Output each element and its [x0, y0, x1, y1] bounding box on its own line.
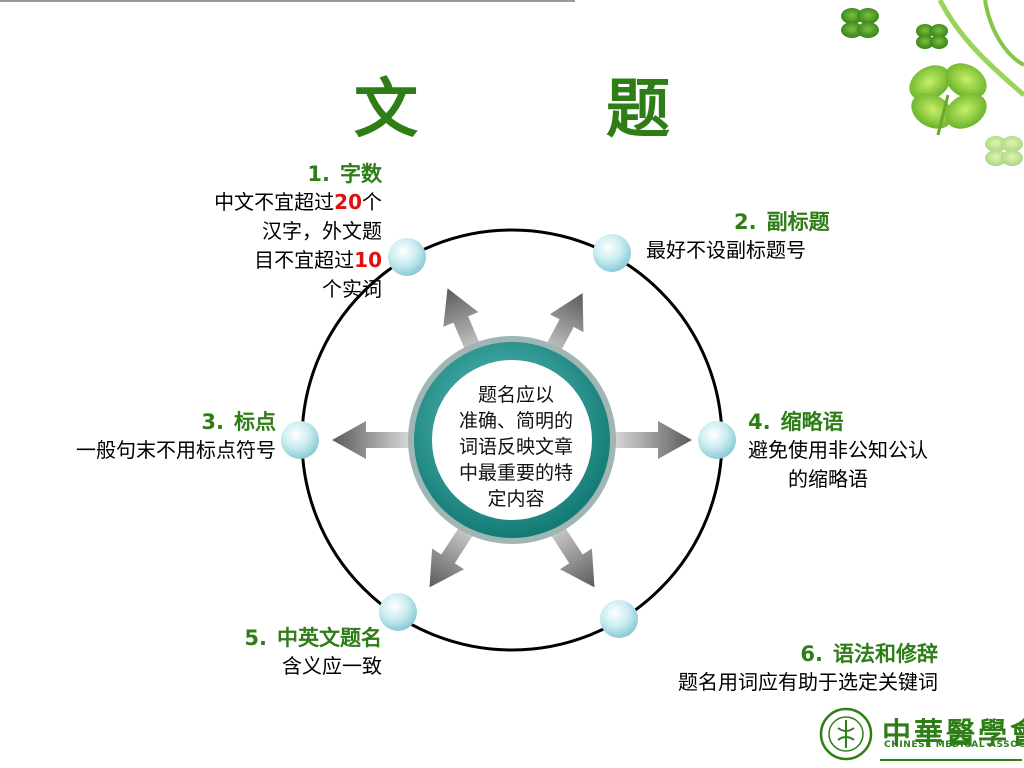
highlight-number: 20	[334, 190, 362, 214]
item-4-heading: 4.缩略语	[748, 410, 844, 434]
item-4-label: 4.缩略语 避免使用非公知公认 的缩略语	[748, 408, 928, 494]
node-2	[593, 234, 631, 272]
item-5-heading: 5.中英文题名	[244, 626, 382, 650]
center-line: 题名应以	[477, 384, 554, 406]
node-6	[600, 600, 638, 638]
node-4	[698, 421, 736, 459]
item-6-body: 题名用词应有助于选定关键词	[678, 670, 938, 694]
item-5-label: 5.中英文题名 含义应一致	[244, 624, 382, 681]
node-5	[379, 593, 417, 631]
center-line: 中最重要的特	[458, 462, 573, 484]
slide-title: 文 题	[354, 73, 732, 147]
item-6-heading: 6.语法和修辞	[800, 642, 938, 666]
arrow-to-node-4	[614, 421, 692, 459]
clover-decoration	[841, 0, 1024, 166]
item-1-label: 1.字数 中文不宜超过20个 汉字，外文题 目不宜超过10 个实词	[214, 160, 382, 304]
highlight-number: 10	[354, 248, 382, 272]
arrow-to-node-3	[332, 421, 410, 459]
logo-english: CHINESE MEDICAL ASSOCIATION	[884, 740, 1024, 750]
top-rule	[0, 0, 575, 2]
item-3-body: 一般句末不用标点符号	[76, 438, 276, 462]
item-1-heading: 1.字数	[307, 162, 382, 186]
item-1-body: 中文不宜超过20个 汉字，外文题 目不宜超过10 个实词	[214, 190, 382, 301]
node-3	[281, 421, 319, 459]
item-2-heading: 2.副标题	[734, 210, 830, 234]
center-text: 题名应以 准确、简明的 词语反映文章 中最重要的特 定内容	[440, 382, 592, 512]
node-1	[388, 238, 426, 276]
item-2-body: 最好不设副标题号	[646, 238, 806, 262]
item-4-body: 避免使用非公知公认 的缩略语	[748, 438, 928, 491]
center-line: 定内容	[487, 488, 545, 510]
item-5-body: 含义应一致	[282, 654, 382, 678]
item-3-heading: 3.标点	[201, 410, 276, 434]
cma-logo-emblem	[819, 707, 1022, 761]
logo-name: 中華醫學會	[882, 716, 1024, 750]
center-line: 准确、简明的	[458, 410, 573, 432]
item-2-label: 2.副标题 最好不设副标题号	[646, 208, 830, 265]
item-3-label: 3.标点 一般句末不用标点符号	[76, 408, 276, 465]
item-6-label: 6.语法和修辞 题名用词应有助于选定关键词	[678, 640, 938, 697]
center-line: 词语反映文章	[458, 436, 573, 458]
center-hub	[432, 360, 592, 520]
